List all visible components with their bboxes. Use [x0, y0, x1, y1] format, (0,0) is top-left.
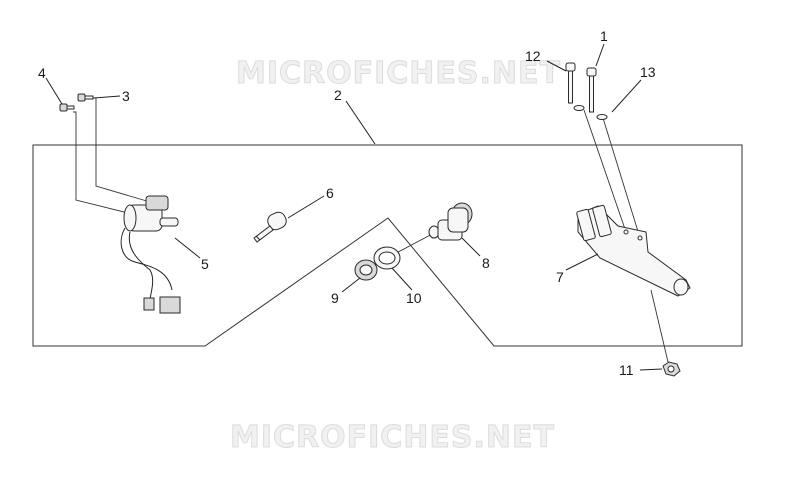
leader-5: [174, 237, 201, 259]
callout-1: 1: [600, 28, 608, 44]
leader-7: [565, 253, 599, 271]
callout-12: 12: [525, 48, 541, 64]
screw-long-12: [565, 62, 585, 111]
leader-9: [341, 277, 361, 293]
nut: [662, 361, 681, 377]
callout-10: 10: [406, 290, 422, 306]
leader-4: [45, 77, 63, 105]
watermark-top: MICROFICHES.NET: [236, 56, 561, 91]
screw-long-1: [586, 67, 608, 120]
watermark-bottom: MICROFICHES.NET: [230, 420, 555, 455]
screw-4: [59, 103, 75, 112]
callout-8: 8: [482, 255, 490, 271]
callout-7: 7: [556, 269, 564, 285]
callout-2: 2: [334, 87, 342, 103]
leader-13: [611, 79, 642, 113]
callout-13: 13: [640, 64, 656, 80]
leader-8: [461, 237, 481, 257]
leader-3: [93, 95, 121, 99]
ring-nut: [354, 259, 378, 281]
guide-line-screw-2: [602, 117, 641, 239]
guide-line-nut: [650, 289, 669, 363]
callout-9: 9: [331, 290, 339, 306]
callout-5: 5: [201, 256, 209, 272]
assembly-frame: [32, 144, 743, 347]
guide-line-screw-3: [92, 97, 151, 203]
callout-4: 4: [38, 65, 46, 81]
callout-11: 11: [619, 362, 634, 378]
callout-6: 6: [326, 185, 334, 201]
steering-lock-bracket: [576, 204, 691, 297]
screw-3: [77, 93, 94, 102]
leader-11: [639, 368, 663, 371]
lock-cylinder: [428, 202, 473, 241]
leader-2: [345, 100, 376, 145]
callout-3: 3: [122, 88, 130, 104]
guide-line-screw-1: [583, 109, 627, 233]
leader-12: [546, 60, 567, 72]
ignition-switch: [120, 195, 181, 314]
toothed-washer: [373, 246, 401, 270]
leader-6: [287, 195, 325, 219]
leader-1: [595, 43, 605, 67]
guide-line-screw-4: [73, 111, 133, 215]
leader-10: [391, 267, 413, 291]
key: [253, 211, 287, 243]
